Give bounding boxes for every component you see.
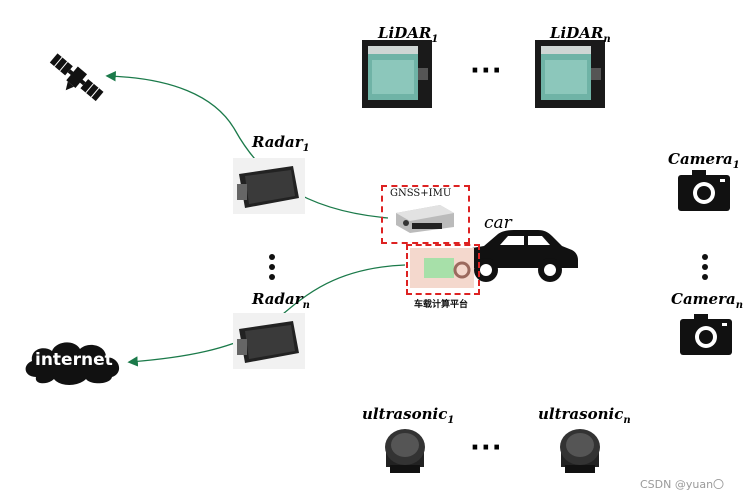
car-label: car	[484, 213, 512, 233]
satellite-icon	[49, 53, 104, 102]
gnss-imu-icon	[396, 205, 454, 233]
ultrasonic-n-label: ultrasonicn	[538, 405, 631, 426]
radar-n-label: Radarn	[252, 290, 310, 311]
radar-n-icon	[233, 313, 305, 369]
internet-label: internet	[35, 350, 113, 370]
cloud-icon	[25, 342, 120, 385]
camera-vertical-ellipsis	[701, 254, 709, 284]
camera-1-label: Camera1	[668, 150, 740, 171]
radar-1-label: Radar1	[252, 133, 310, 154]
ultrasonic-1-icon	[385, 429, 425, 473]
computing-platform-box	[406, 244, 480, 295]
car-icon	[456, 230, 578, 282]
ultrasonic-1-label: ultrasonic1	[362, 405, 455, 426]
satellite-link-arrow	[105, 71, 389, 219]
radar-vertical-ellipsis	[268, 254, 276, 284]
lidar-ellipsis: ···	[470, 56, 503, 86]
lidar-1-icon	[362, 40, 432, 108]
computing-platform-icon	[410, 248, 474, 288]
watermark: CSDN @yuan〇	[640, 478, 725, 491]
camera-1-icon	[678, 170, 730, 211]
lidar-1-label: LiDAR1	[378, 24, 439, 45]
computing-platform-label: 车载计算平台	[414, 300, 469, 310]
lidar-n-label: LiDARn	[550, 24, 611, 45]
gnss-imu-label: GNSS+IMU	[390, 188, 452, 199]
lidar-n-icon	[535, 40, 605, 108]
ultrasonic-n-icon	[560, 429, 600, 473]
camera-n-label: Cameran	[671, 290, 743, 311]
radar-1-icon	[233, 158, 305, 214]
gnss-imu-box	[381, 185, 470, 244]
ultrasonic-ellipsis: ···	[470, 433, 503, 463]
camera-n-icon	[680, 314, 732, 355]
